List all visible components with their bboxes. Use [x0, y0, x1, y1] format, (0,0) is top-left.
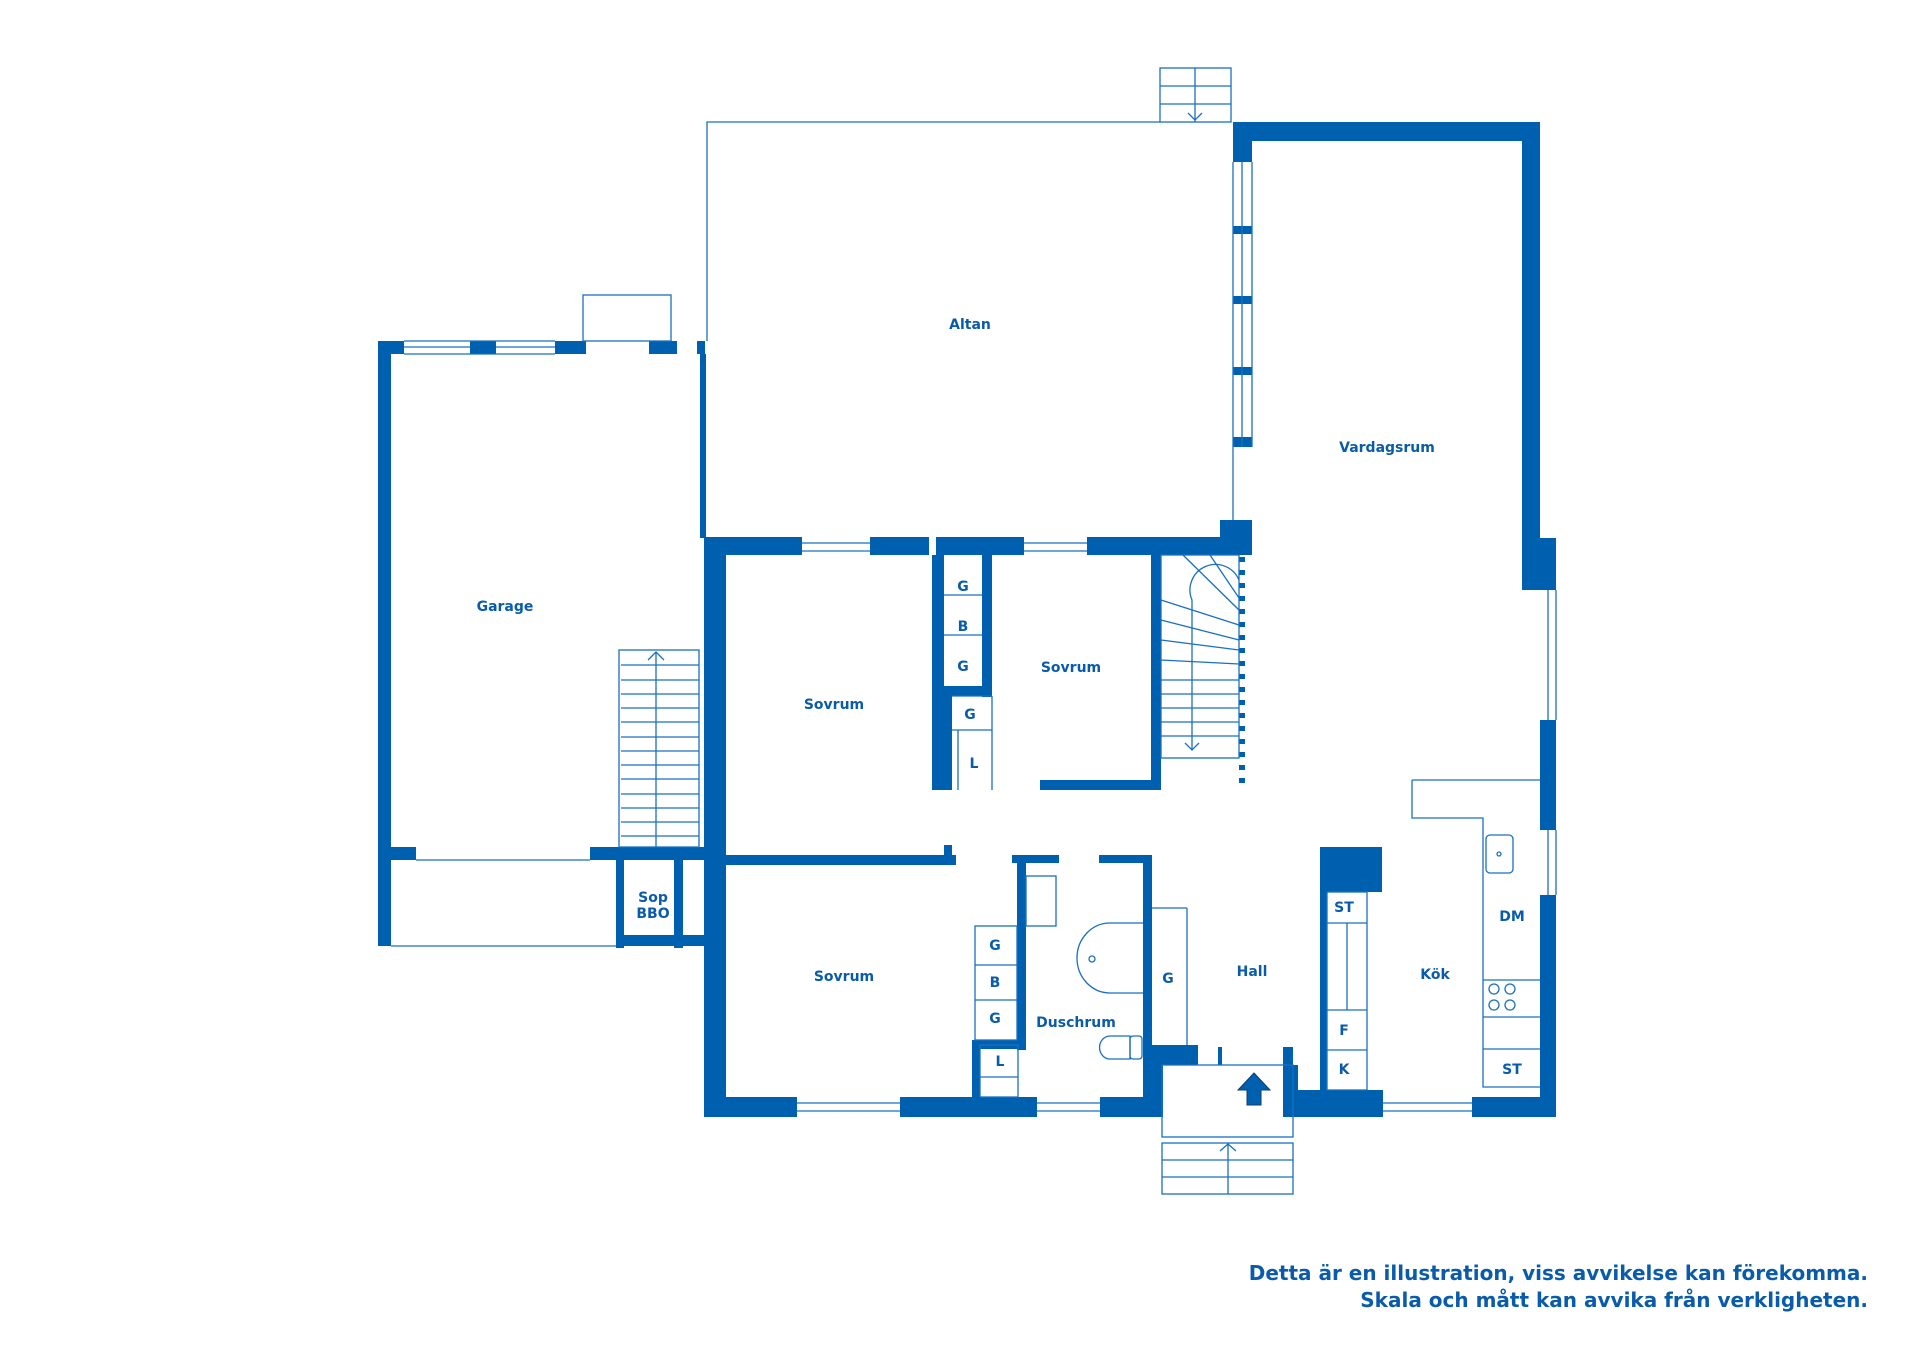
stair-railing [1239, 557, 1245, 783]
thin-lines [391, 67, 1557, 1195]
room-label-kok: Kök [1420, 967, 1450, 983]
room-label-hall: Hall [1237, 964, 1268, 980]
fixture-label: ST [1334, 900, 1354, 916]
entrance-arrow-icon [1236, 1072, 1272, 1106]
fixture-label: L [996, 1054, 1005, 1070]
fixture-label: B [958, 619, 969, 635]
fixture-label: G [964, 707, 976, 723]
disclaimer: Detta är en illustration, viss avvikelse… [1249, 1260, 1868, 1314]
fixture-label: G [957, 579, 969, 595]
fixture-label: DM [1499, 909, 1525, 925]
fixture-label: G [989, 938, 1001, 954]
room-label-sovrum-3: Sovrum [814, 969, 874, 985]
fixture-label: G [957, 659, 969, 675]
room-label-sovrum-2: Sovrum [1041, 660, 1101, 676]
room-label-sop: Sop [638, 890, 668, 906]
fixture-label: ST [1502, 1062, 1522, 1078]
fixture-label: G [989, 1011, 1001, 1027]
room-label-bbo: BBO [636, 906, 669, 922]
room-label-vardagsrum: Vardagsrum [1339, 440, 1435, 456]
room-label-sovrum-1: Sovrum [804, 697, 864, 713]
fixture-label: L [970, 756, 979, 772]
fixture-label: K [1339, 1062, 1351, 1078]
fixture-label: F [1339, 1023, 1349, 1039]
disclaimer-line-2: Skala och mått kan avvika från verklighe… [1360, 1288, 1868, 1312]
room-label-garage: Garage [477, 599, 534, 615]
room-label-altan: Altan [949, 317, 991, 333]
fixture-label: G [1162, 971, 1174, 987]
disclaimer-line-1: Detta är en illustration, viss avvikelse… [1248, 1261, 1868, 1285]
walls [378, 122, 1556, 1117]
room-label-duschrum: Duschrum [1036, 1015, 1116, 1031]
fixture-label: B [990, 975, 1001, 991]
